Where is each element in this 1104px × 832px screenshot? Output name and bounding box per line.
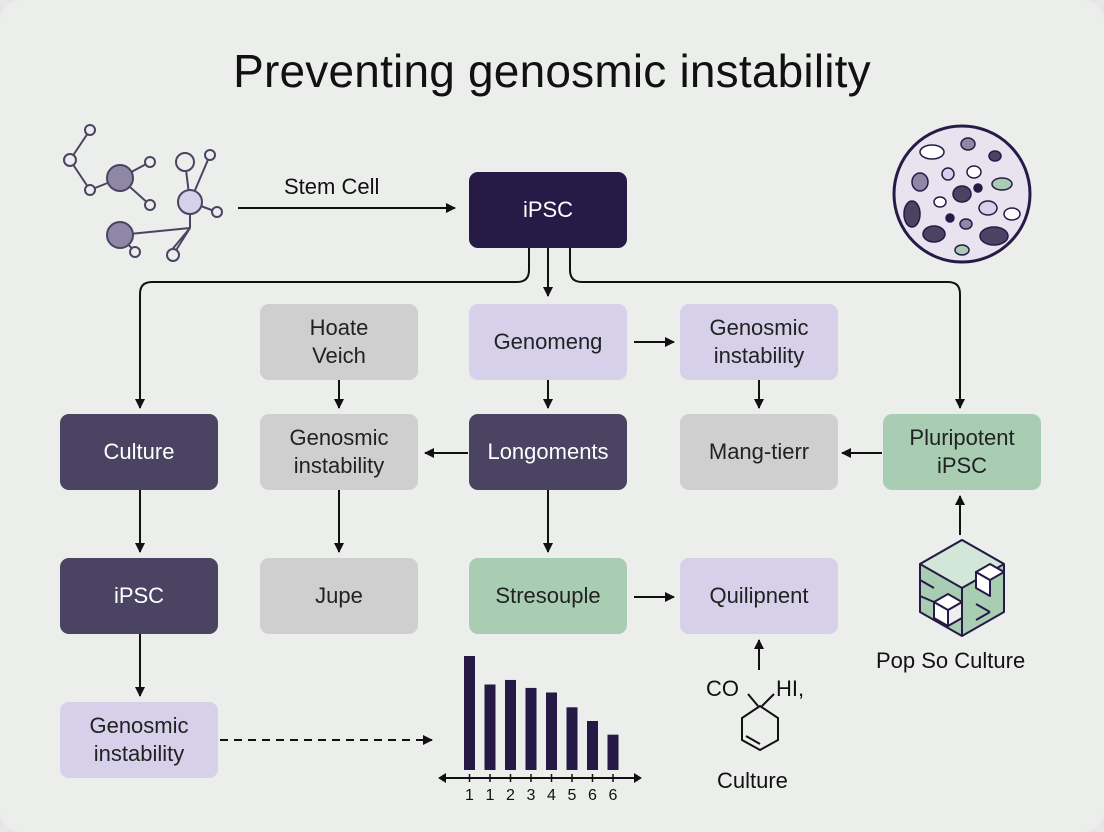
chart-axis-arrow-left xyxy=(438,773,446,783)
node-pluripotent: Pluripotent iPSC xyxy=(883,414,1041,490)
node-quilipnent: Quilipnent xyxy=(680,558,838,634)
chart-bar xyxy=(484,684,496,770)
node-genosmic-mid: Genosmic instability xyxy=(260,414,418,490)
chart-bar xyxy=(546,692,557,770)
node-culture: Culture xyxy=(60,414,218,490)
node-genomeng: Genomeng xyxy=(469,304,627,380)
node-longoments: Longoments xyxy=(469,414,627,490)
node-hoate-veich: Hoate Veich xyxy=(260,304,418,380)
chart-bar xyxy=(587,720,598,770)
chart-tick-label: 1 xyxy=(465,787,474,804)
chem-co-text: CO xyxy=(706,676,739,701)
chart-bar xyxy=(607,734,619,770)
node-genosmic-right: Genosmic instability xyxy=(680,304,838,380)
chart-axis-arrow-right xyxy=(634,773,642,783)
cube-cluster-icon xyxy=(919,539,1005,637)
chart-bar xyxy=(566,707,578,770)
node-ipsc-top: iPSC xyxy=(469,172,627,248)
cell-icon xyxy=(892,124,1032,264)
chart-bar xyxy=(505,679,516,770)
stem-cell-label: Stem Cell xyxy=(284,174,380,199)
node-jupe: Jupe xyxy=(260,558,418,634)
node-stresouple: Stresouple xyxy=(469,558,627,634)
chart-bar xyxy=(464,656,475,770)
node-ipsc-left: iPSC xyxy=(60,558,218,634)
chemical-structure-icon: CO HI, xyxy=(706,676,804,752)
culture-bottom-label: Culture xyxy=(717,768,788,793)
arrow-ipsc-culture xyxy=(135,248,530,409)
node-mang-tierr: Mang-tierr xyxy=(680,414,838,490)
chart-tick-label: 6 xyxy=(609,787,618,804)
diagram-title: Preventing genosmic instability xyxy=(233,45,871,97)
chem-hi-text: HI, xyxy=(776,676,804,701)
molecule-network-icon xyxy=(63,124,223,262)
node-genosmic-left: Genosmic instability xyxy=(60,702,218,778)
chart-tick-label: 6 xyxy=(588,787,597,804)
chart-tick-label: 1 xyxy=(486,787,495,804)
pop-culture-label: Pop So Culture xyxy=(876,648,1026,673)
chart-tick-label: 3 xyxy=(527,787,536,804)
chart-tick-label: 5 xyxy=(568,787,577,804)
chart-tick-label: 4 xyxy=(547,787,556,804)
chart-tick-label: 2 xyxy=(506,787,515,804)
arrow-ipsc-pluripotent xyxy=(569,248,965,409)
chart-bar xyxy=(525,687,537,770)
